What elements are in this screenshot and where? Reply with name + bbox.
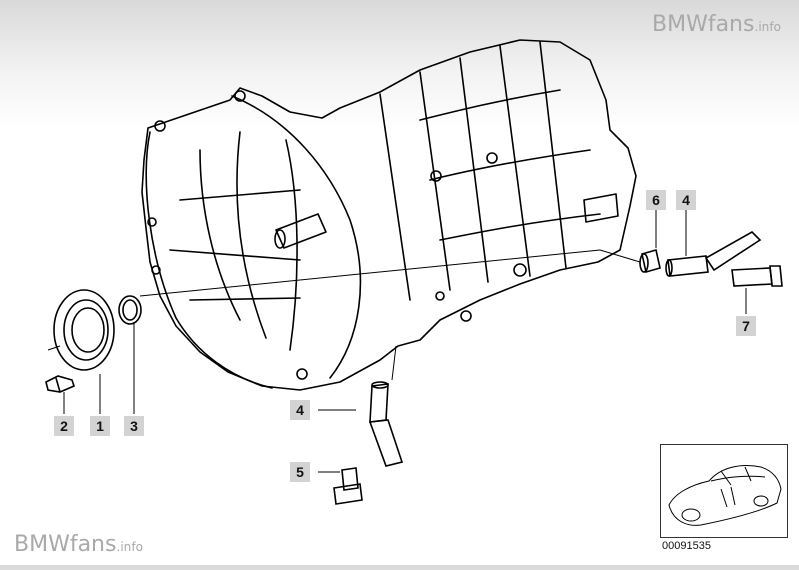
- diagram-number: 00091535: [662, 540, 711, 552]
- watermark-bottom: BMWfans.info: [14, 532, 143, 557]
- watermark-brand: BMWfans: [14, 532, 117, 557]
- callout-3: 3: [124, 416, 144, 436]
- callout-5: 5: [290, 462, 310, 482]
- watermark-top: BMWfans.info: [652, 12, 781, 37]
- callout-1: 1: [90, 416, 110, 436]
- car-outline-icon: [668, 465, 782, 526]
- callout-4-right: 4: [676, 190, 696, 210]
- callout-6: 6: [646, 190, 666, 210]
- watermark-brand: BMWfans: [652, 12, 755, 37]
- watermark-suffix: .info: [116, 540, 143, 554]
- watermark-suffix: .info: [754, 20, 781, 34]
- callout-7: 7: [736, 316, 756, 336]
- vehicle-inset: [660, 444, 788, 538]
- callout-2: 2: [54, 416, 74, 436]
- callout-4-lower: 4: [290, 400, 310, 420]
